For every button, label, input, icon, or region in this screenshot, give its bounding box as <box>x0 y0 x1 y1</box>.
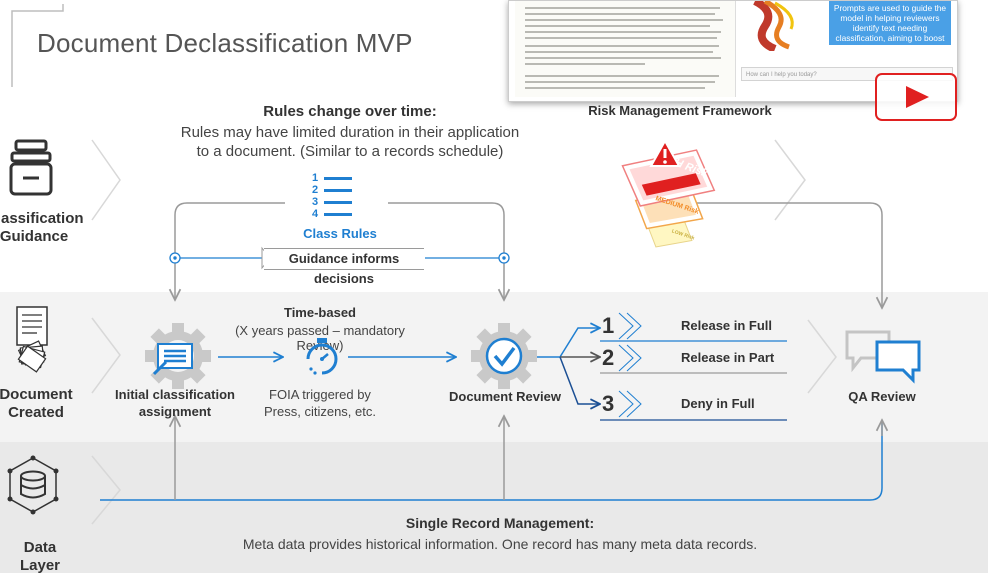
outcome-2-number: 2 <box>602 345 615 370</box>
single-record-text: Meta data provides historical informatio… <box>242 536 758 552</box>
guidance-informs-label: Guidance informs decisions <box>264 248 424 286</box>
scanned-document-preview <box>515 1 736 97</box>
stopwatch-icon <box>306 338 338 375</box>
initial-classification-label: Initial classification assignment <box>110 387 240 419</box>
outcome-3-number: 3 <box>602 391 615 416</box>
initial-classification-line2: assignment <box>138 404 212 419</box>
rule-num-2: 2 <box>312 184 319 196</box>
lane-label-classification: Classification Guidance <box>0 210 84 246</box>
data-lane-band <box>0 442 988 573</box>
class-rules-label: Class Rules <box>303 226 377 241</box>
gear-document-icon <box>145 323 211 389</box>
page-title: Document Declassification MVP <box>37 28 413 58</box>
file-cabinet-icon <box>9 139 53 196</box>
single-record-block: Single Record Management: Meta data prov… <box>200 515 800 552</box>
outcome-1-label: Release in Full <box>681 318 773 333</box>
initial-classification-line1: Initial classification <box>115 387 235 402</box>
lane-label-data: Data Layer <box>19 539 61 574</box>
guidance-lane-band <box>0 105 988 292</box>
title-bracket <box>11 4 64 87</box>
rule-num-3: 3 <box>312 196 319 208</box>
play-icon <box>906 86 929 108</box>
rules-change-line1: Rules may have limited duration in their… <box>180 124 520 141</box>
foia-line1: FOIA triggered by <box>269 387 371 402</box>
prompt-description: Prompts are used to guide the model in h… <box>829 1 951 53</box>
rules-change-block: Rules change over time: Rules may have l… <box>180 103 520 160</box>
foia-line2: Press, citizens, etc. <box>264 404 376 419</box>
gear-check-icon <box>471 323 537 389</box>
logo-graphic <box>753 1 794 51</box>
play-button[interactable] <box>875 73 957 121</box>
rule-num-4: 4 <box>312 208 319 220</box>
document-review-label: Document Review <box>449 389 561 404</box>
single-record-heading: Single Record Management: <box>405 515 595 531</box>
foia-label: FOIA triggered by Press, citizens, etc. <box>255 387 385 419</box>
outcome-3-label: Deny in Full <box>681 396 755 411</box>
outcome-2-label: Release in Part <box>681 350 775 365</box>
rules-change-line2: to a document. (Similar to a records sch… <box>196 143 504 160</box>
rules-change-heading: Rules change over time: <box>263 103 437 120</box>
numbered-list-icon: 1 2 3 4 <box>312 172 372 220</box>
warning-icon <box>649 138 681 167</box>
risk-stack-graphic <box>621 149 716 248</box>
lane-label-document: Document Created <box>0 386 74 422</box>
rule-num-1: 1 <box>312 172 319 184</box>
risk-framework-label: Risk Management Framework <box>588 103 772 118</box>
lane-label-classification-line1: Classification <box>0 210 84 227</box>
database-icon <box>7 455 59 515</box>
lane-label-document-line2: Created <box>8 404 64 421</box>
lane-label-document-line1: Document <box>0 386 73 403</box>
documents-icon <box>16 306 48 373</box>
time-based-heading: Time-based <box>283 305 356 320</box>
chat-bubbles-icon <box>845 330 921 384</box>
qa-review-label: QA Review <box>848 389 916 404</box>
lane-label-classification-line2: Guidance <box>0 228 69 245</box>
outcome-1-number: 1 <box>602 313 615 338</box>
